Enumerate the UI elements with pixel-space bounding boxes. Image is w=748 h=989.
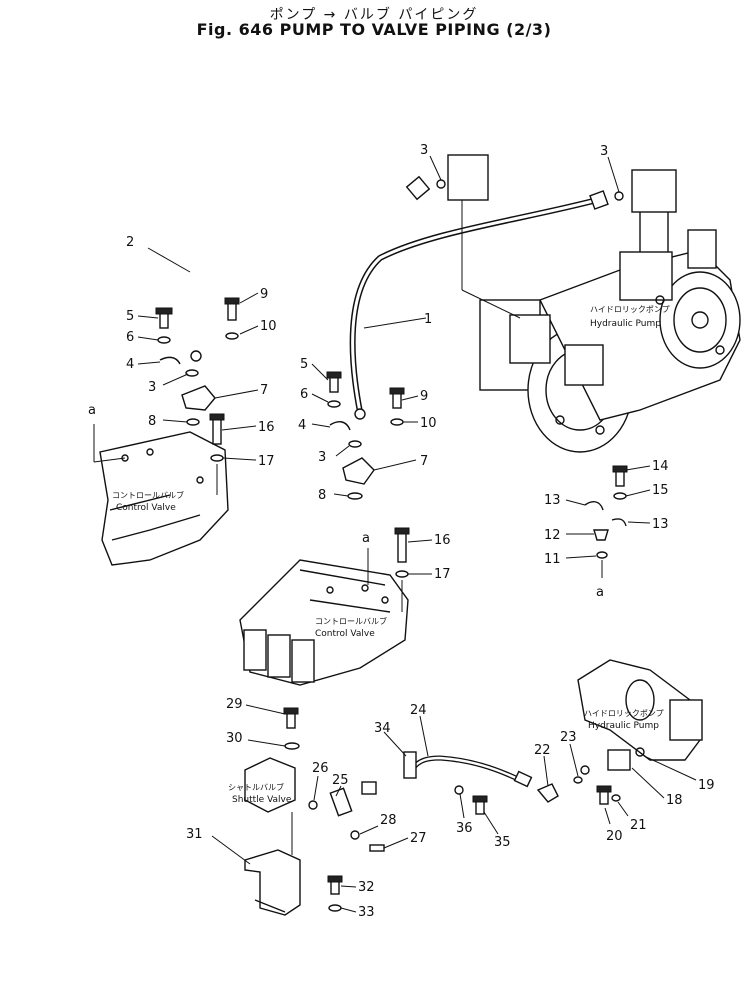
- callout-1: 1: [424, 312, 432, 327]
- callout-22: 22: [534, 743, 551, 758]
- callout-3-pump-end: 3: [600, 144, 608, 159]
- shuttle-valve-label-en: Shuttle Valve: [232, 795, 292, 805]
- hydraulic-pump-label-jp: ハイドロリックポンプ: [590, 305, 670, 314]
- callout-3-left: 3: [148, 380, 156, 395]
- callout-9-left: 9: [260, 287, 268, 302]
- callout-25: 25: [332, 773, 349, 788]
- callout-20: 20: [606, 829, 623, 844]
- hose-24: [412, 755, 533, 788]
- callout-27: 27: [410, 831, 427, 846]
- callout-4-center: 4: [298, 418, 306, 433]
- callout-18: 18: [666, 793, 683, 808]
- shuttle-valve-assembly: シャトルバルブ Shuttle Valve: [228, 707, 583, 916]
- hose-2: [190, 175, 431, 362]
- hydraulic-pump-assembly: ハイドロリックポンプ Hydraulic Pump: [436, 154, 741, 453]
- hydraulic-pump-lower-label-jp: ハイドロリックポンプ: [584, 709, 664, 718]
- callout-4-left: 4: [126, 357, 134, 372]
- hydraulic-pump-lower-label-en: Hydraulic Pump: [588, 721, 659, 731]
- callout-23: 23: [560, 730, 577, 745]
- hose-1: [349, 190, 609, 420]
- callout-35: 35: [494, 835, 511, 850]
- callout-12: 12: [544, 528, 561, 543]
- leader-lines: [93, 155, 697, 913]
- callout-6-left: 6: [126, 330, 134, 345]
- callout-13-lower: 13: [652, 517, 669, 532]
- callout-10-left: 10: [260, 319, 277, 334]
- figure-title-japanese: ポンプ → バルブ パイピング: [269, 7, 479, 23]
- callout-9-center: 9: [420, 389, 428, 404]
- callout-26: 26: [312, 761, 329, 776]
- callout-28: 28: [380, 813, 397, 828]
- callout-8-center: 8: [318, 488, 326, 503]
- callout-7-left: 7: [260, 383, 268, 398]
- control-valve-left-label-en: Control Valve: [116, 503, 176, 513]
- right-fittings: [584, 465, 628, 578]
- callout-31: 31: [186, 827, 203, 842]
- callout-3-center: 3: [318, 450, 326, 465]
- callout-2: 2: [126, 235, 134, 250]
- callout-36: 36: [456, 821, 473, 836]
- callout-6-center: 6: [300, 387, 308, 402]
- callout-13-upper: 13: [544, 493, 561, 508]
- callout-16-center: 16: [434, 533, 451, 548]
- callout-24: 24: [410, 703, 427, 718]
- callout-7-center: 7: [420, 454, 428, 469]
- hydraulic-pump-label-en: Hydraulic Pump: [590, 319, 661, 329]
- callout-15: 15: [652, 483, 669, 498]
- control-valve-center: コントロールバルブ Control Valve: [239, 559, 409, 686]
- callout-10-center: 10: [420, 416, 437, 431]
- center-fittings: [326, 371, 410, 612]
- figure-title: Fig. 646 PUMP TO VALVE PIPING (2/3): [196, 20, 552, 39]
- callout-33: 33: [358, 905, 375, 920]
- callout-19: 19: [698, 778, 715, 793]
- callout-5-left: 5: [126, 309, 134, 324]
- callout-29: 29: [226, 697, 243, 712]
- callout-11: 11: [544, 552, 561, 567]
- callout-numbers: 1 2 3 3 3 3 4 4 5 5 6 6 7 7 8 8 9 9 10 1…: [126, 143, 715, 920]
- control-valve-left-label-jp: コントロールバルブ: [112, 490, 184, 500]
- callout-3-hose2-end: 3: [420, 143, 428, 158]
- callout-5-center: 5: [300, 357, 308, 372]
- hydraulic-pump-lower: ハイドロリックポンプ Hydraulic Pump: [577, 659, 703, 805]
- callout-8-left: 8: [148, 414, 156, 429]
- callout-34: 34: [374, 721, 391, 736]
- callout-16-left: 16: [258, 420, 275, 435]
- reference-letters: a a a: [88, 403, 604, 600]
- reference-a-center: a: [362, 531, 370, 546]
- shuttle-valve-label-jp: シャトルバルブ: [228, 782, 284, 792]
- callout-14: 14: [652, 459, 669, 474]
- callout-17-center: 17: [434, 567, 451, 582]
- callout-30: 30: [226, 731, 243, 746]
- control-valve-center-label-jp: コントロールバルブ: [315, 616, 387, 626]
- control-valve-left: コントロールバルブ Control Valve: [99, 431, 229, 566]
- callout-21: 21: [630, 818, 647, 833]
- reference-a-left: a: [88, 403, 96, 418]
- callout-17-left: 17: [258, 454, 275, 469]
- reference-a-right: a: [596, 585, 604, 600]
- callout-32: 32: [358, 880, 375, 895]
- control-valve-center-label-en: Control Valve: [315, 629, 375, 639]
